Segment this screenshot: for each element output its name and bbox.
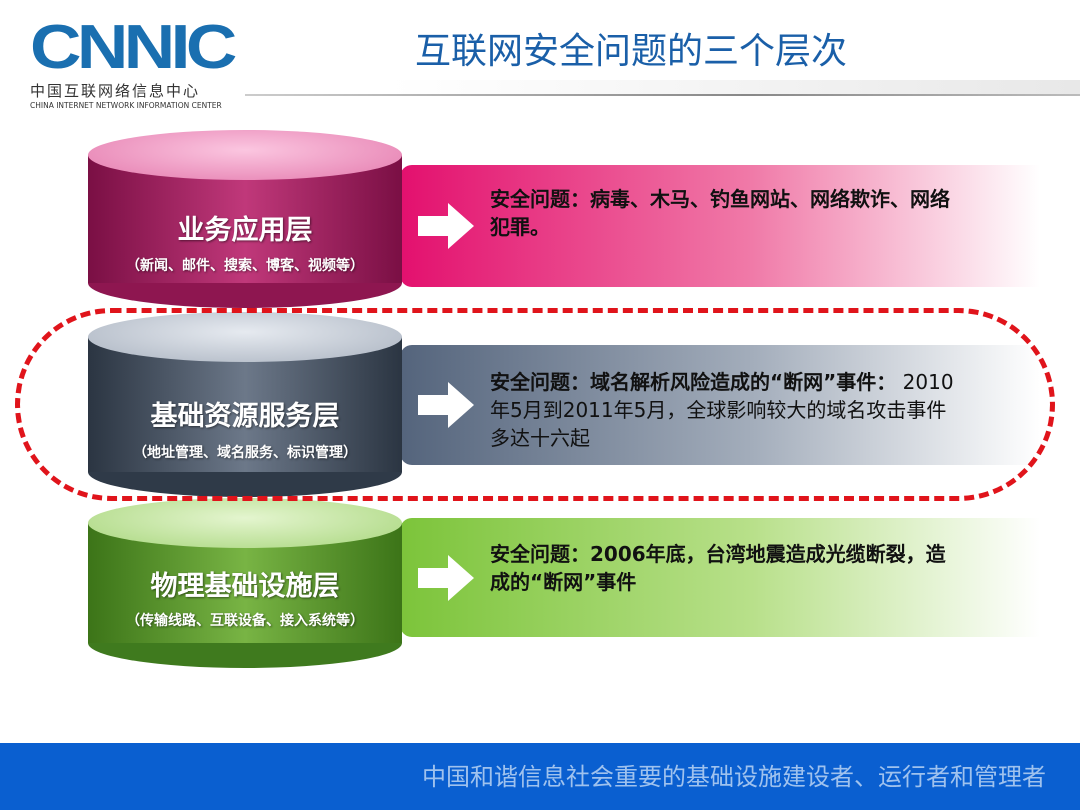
cnnic-logo: CNNIC 中国互联网络信息中心 CHINA INTERNET NETWORK … — [30, 17, 245, 111]
highlight-dashed-outline — [15, 308, 1055, 501]
cylinder-infrastructure-services: 基础资源服务层 （地址管理、域名服务、标识管理） — [88, 312, 402, 497]
issue-bold: 安全问题：域名解析风险造成的“断网”事件： — [490, 370, 897, 394]
arrow-right-icon — [418, 554, 474, 601]
slide-title: 互联网安全问题的三个层次 — [415, 31, 848, 72]
logo-mark: CNNIC — [30, 13, 237, 82]
arrow-right-icon — [418, 382, 474, 428]
footer-slogan: 中国和谐信息社会重要的基础设施建设者、运行者和管理者 — [422, 763, 1046, 791]
layer-name: 物理基础设施层 — [150, 571, 340, 602]
logo-en: CHINA INTERNET NETWORK INFORMATION CENTE… — [30, 101, 222, 110]
logo-cn: 中国互联网络信息中心 — [30, 82, 201, 100]
header-shade — [390, 80, 1080, 94]
layer-sub: （传输线路、互联设备、接入系统等） — [126, 613, 364, 629]
banner-application: 安全问题：病毒、木马、钓鱼网站、网络欺诈、网络犯罪。 — [400, 165, 1040, 287]
issue-text: 安全问题：域名解析风险造成的“断网”事件： 2010年5月到2011年5月，全球… — [490, 368, 960, 452]
layer-name: 基础资源服务层 — [150, 401, 340, 432]
layer-sub: （新闻、邮件、搜索、博客、视频等） — [126, 258, 364, 274]
issue-rest: 2010年5月到2011年5月，全球影响较大的域名攻击事件多达十六起 — [490, 370, 954, 450]
layer-sub: （地址管理、域名服务、标识管理） — [133, 445, 357, 461]
issue-text: 安全问题：2006年底，台湾地震造成光缆断裂，造成的“断网”事件 — [490, 542, 946, 594]
header-rule — [245, 94, 1080, 96]
cylinder-application: 业务应用层 （新闻、邮件、搜索、博客、视频等） — [88, 130, 402, 308]
issue-text: 安全问题：病毒、木马、钓鱼网站、网络欺诈、网络犯罪。 — [490, 187, 950, 239]
layer-name: 业务应用层 — [177, 215, 313, 246]
banner-physical: 安全问题：2006年底，台湾地震造成光缆断裂，造成的“断网”事件 — [400, 518, 1040, 637]
banner-infrastructure-services: 安全问题：域名解析风险造成的“断网”事件： 2010年5月到2011年5月，全球… — [400, 345, 1040, 465]
footer-bar: 中国和谐信息社会重要的基础设施建设者、运行者和管理者 — [0, 743, 1080, 810]
cylinder-physical: 物理基础设施层 （传输线路、互联设备、接入系统等） — [88, 498, 402, 668]
arrow-right-icon — [418, 203, 474, 249]
